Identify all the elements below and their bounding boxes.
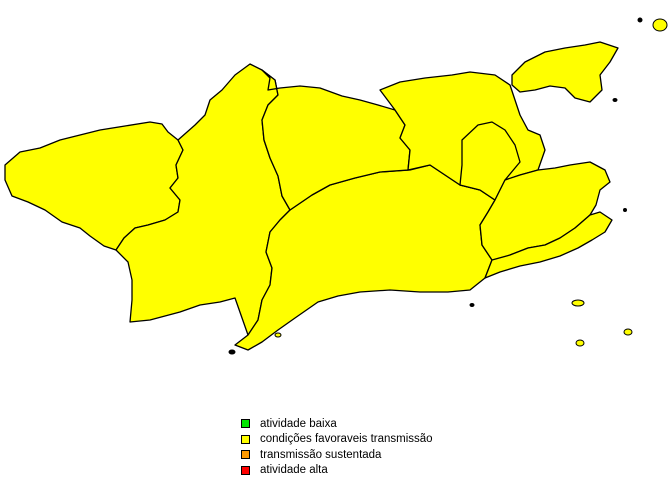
legend-swatch — [241, 450, 250, 459]
islet — [638, 18, 642, 22]
islet — [229, 350, 235, 354]
islet — [624, 209, 627, 212]
legend-label: atividade baixa — [260, 418, 337, 430]
legend-label: transmissão sustentada — [260, 449, 381, 461]
legend-item-atividade-alta: atividade alta — [241, 463, 433, 478]
islet — [275, 333, 281, 337]
legend-item-transmissao-sustentada: transmissão sustentada — [241, 447, 433, 463]
legend-swatch — [241, 419, 250, 428]
legend-swatch — [241, 435, 250, 444]
islet — [470, 304, 474, 307]
islet — [653, 19, 667, 31]
islet — [613, 99, 617, 102]
rio-de-janeiro-map — [0, 0, 669, 400]
islet — [572, 300, 584, 306]
legend-item-atividade-baixa: atividade baixa — [241, 416, 433, 432]
legend-item-condicoes-favoraveis: condições favoraveis transmissão — [241, 432, 433, 448]
legend-swatch — [241, 466, 250, 475]
legend-label: condições favoraveis transmissão — [260, 433, 433, 445]
islet — [624, 329, 632, 335]
islet — [576, 340, 584, 346]
legend: atividade baixa condições favoraveis tra… — [241, 416, 433, 478]
region-island — [512, 42, 618, 102]
legend-label: atividade alta — [260, 464, 328, 476]
